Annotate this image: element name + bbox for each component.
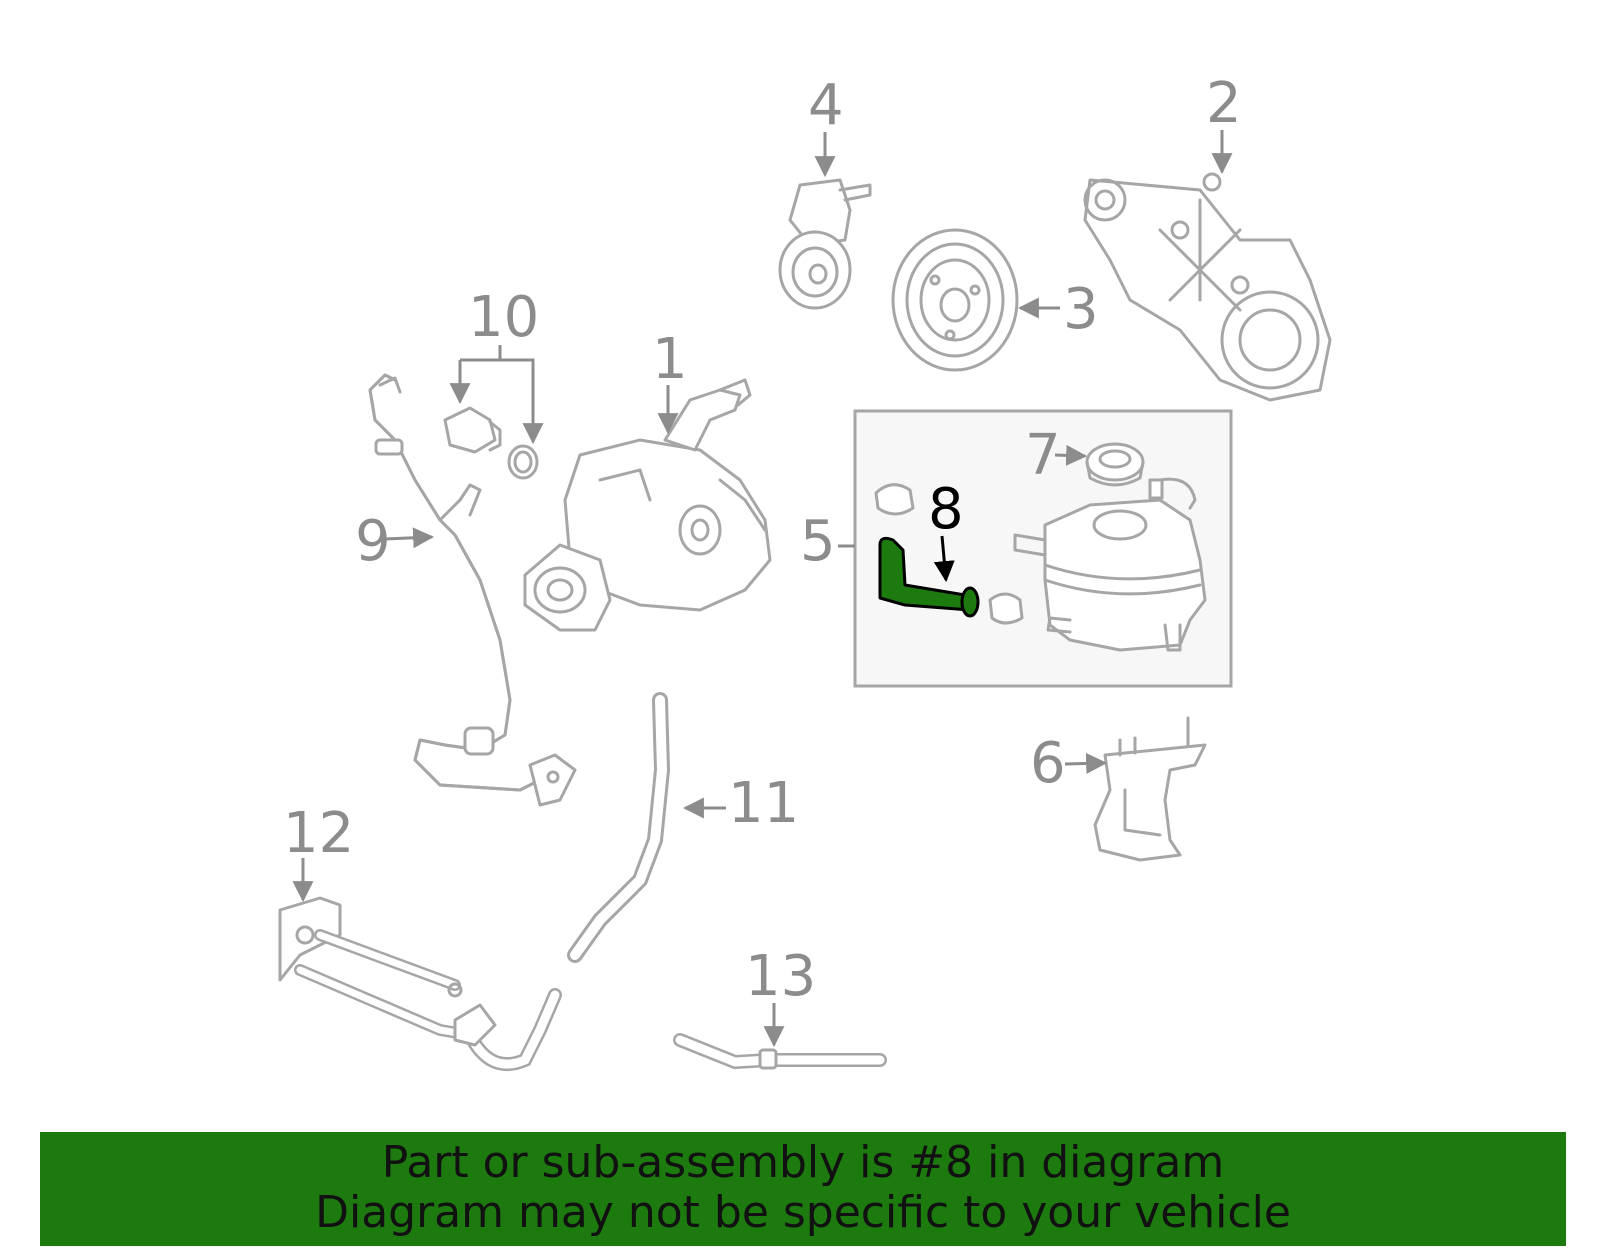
callout-2: 2 [1206, 71, 1242, 136]
callout-10: 10 [468, 285, 539, 350]
reservoir-body [1013, 477, 1207, 652]
callout-12: 12 [283, 801, 354, 866]
tube-part-13 [673, 1033, 887, 1070]
tensioner-part-4 [778, 178, 872, 310]
return-hose-part-11 [567, 692, 671, 963]
callout-8: 8 [928, 477, 964, 542]
banner-line-1: Part or sub-assembly is #8 in diagram [381, 1137, 1225, 1188]
bracket-part-2 [1083, 172, 1332, 402]
callout-4: 4 [808, 73, 844, 138]
fitting-part-10 [443, 406, 539, 480]
pump-part-1 [523, 378, 772, 632]
callout-7: 7 [1025, 423, 1061, 488]
clamps [874, 483, 1024, 625]
cooler-part-12 [278, 896, 562, 1071]
bracket-part-6 [1093, 716, 1207, 862]
callout-11: 11 [728, 771, 799, 836]
callout-9: 9 [355, 509, 391, 574]
callout-6: 6 [1030, 731, 1066, 796]
callout-3: 3 [1063, 277, 1099, 342]
callout-13: 13 [745, 944, 816, 1009]
banner-line-2: Diagram may not be specific to your vehi… [315, 1187, 1291, 1238]
callout-5: 5 [800, 509, 836, 574]
callout-1: 1 [652, 327, 688, 392]
hose-part-8-end [960, 586, 980, 618]
pressure-hose-part-9 [368, 373, 577, 807]
info-banner: Part or sub-assembly is #8 in diagram Di… [40, 1132, 1566, 1246]
pulley-part-3 [891, 228, 1019, 372]
